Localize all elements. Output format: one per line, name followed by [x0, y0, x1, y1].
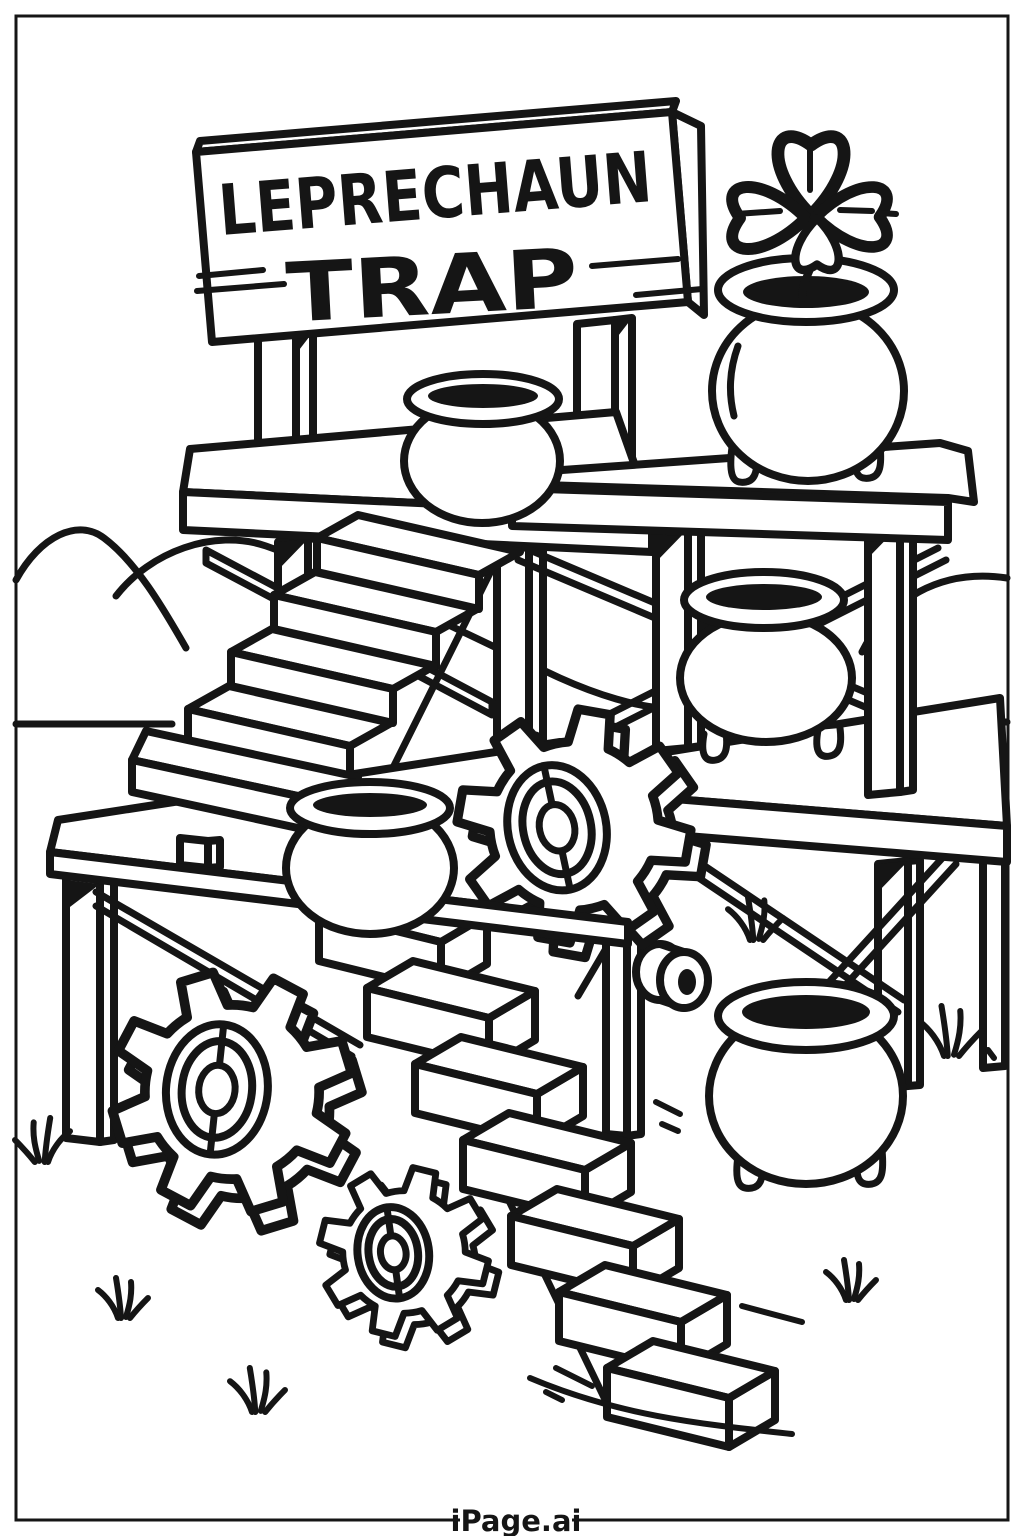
wood-grain [196, 267, 266, 279]
wood-grain [194, 281, 287, 294]
motion-dash [543, 1389, 565, 1403]
wood-grain [633, 286, 705, 298]
shelf-mid-right [574, 694, 1011, 1093]
footer-patch [460, 1502, 572, 1536]
sign-text-line2: TRAP [284, 231, 581, 341]
cauldron-bottom-right [705, 978, 907, 1192]
motion-dash [553, 1365, 595, 1389]
grass-tuft [98, 1278, 148, 1318]
grass-and-ground [15, 896, 997, 1437]
staircase-upper [128, 511, 524, 872]
grass-tuft [15, 1118, 70, 1162]
leaf-vein [733, 208, 783, 217]
leprechaun-trap-sign: LEPRECHAUN TRAP [192, 97, 708, 346]
motion-dash [659, 1121, 681, 1134]
staircase-lower [315, 872, 779, 1451]
stair-landing [128, 727, 362, 872]
ground-line [527, 1375, 795, 1437]
ground-line [739, 1303, 805, 1325]
pot-highlight [727, 342, 742, 420]
wood-grain [589, 256, 681, 269]
footer-brand: iPage.ai [451, 1504, 582, 1536]
motion-dash [653, 1099, 683, 1117]
hill-left [12, 526, 190, 652]
grass-tuft [230, 1368, 285, 1412]
four-leaf-clover [732, 137, 899, 302]
leaf-vein [877, 210, 899, 217]
leaf-vein [837, 207, 875, 214]
grass-tuft [826, 1260, 876, 1300]
clover-pot [708, 137, 908, 486]
pot-on-shelf [676, 568, 856, 764]
grass-tuft [919, 1006, 982, 1056]
pot-lower-left [282, 778, 458, 938]
pot-upper-left [400, 370, 564, 527]
pulley-wheel [632, 940, 712, 1012]
